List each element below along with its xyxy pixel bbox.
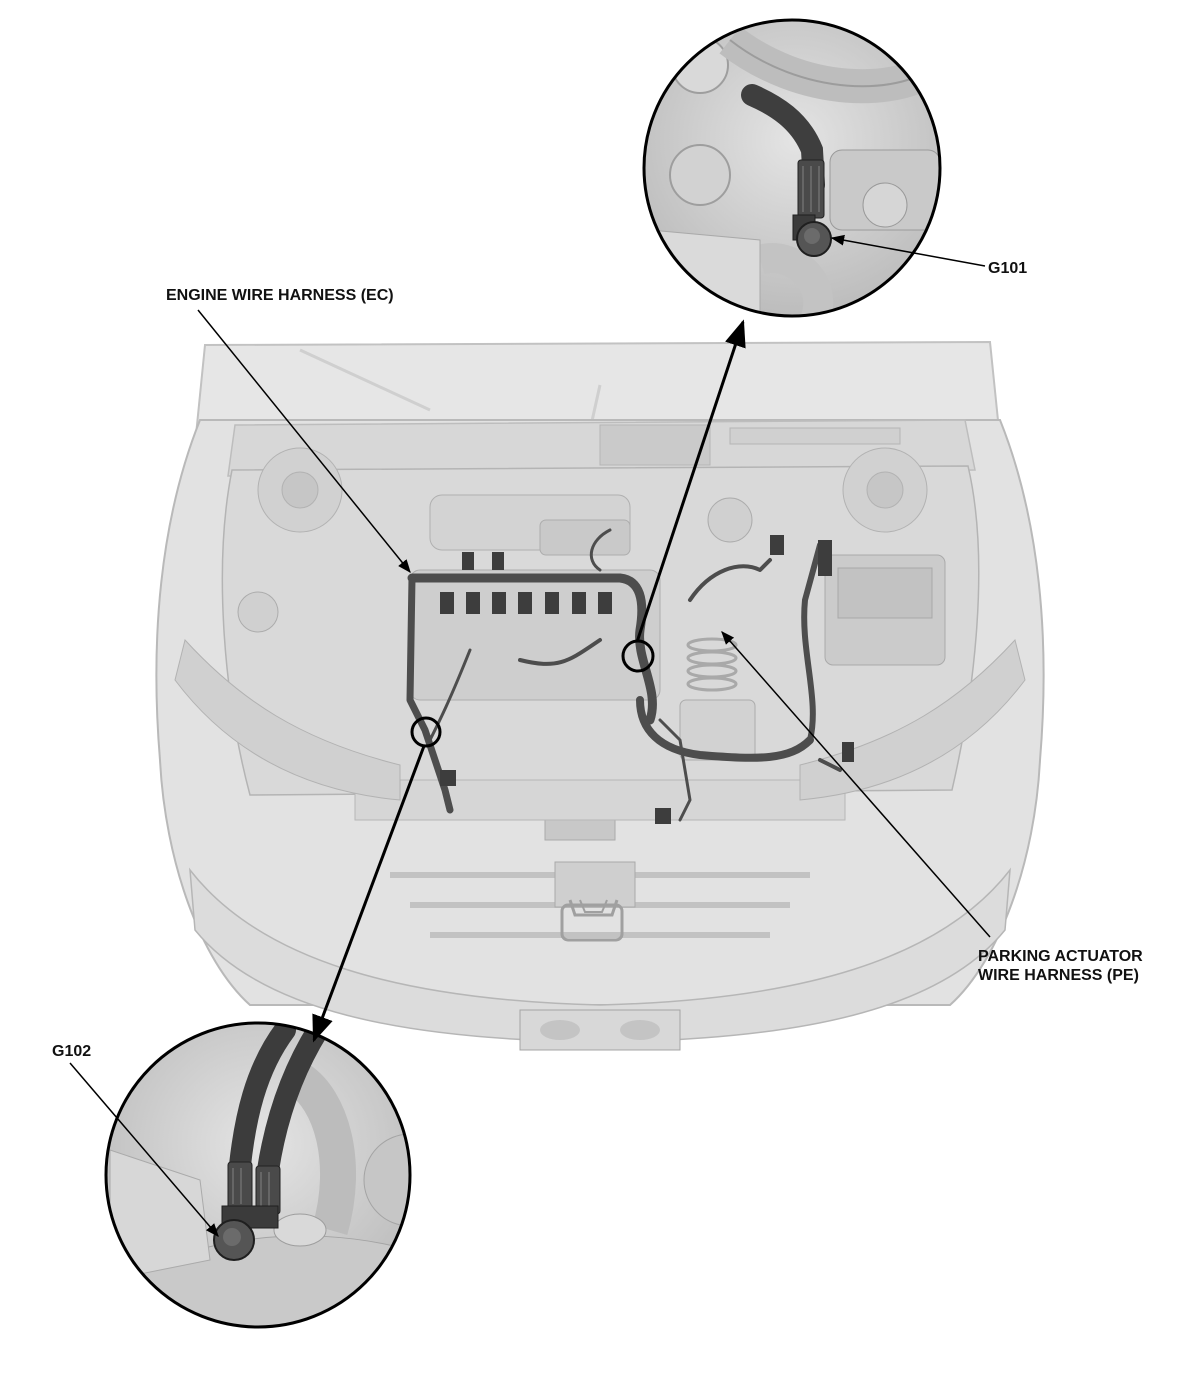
ground-bolt-icon (792, 214, 832, 257)
g102-leader (69, 1062, 219, 1238)
zoom-pointer-lines (312, 319, 746, 1043)
parking-harness-leader (721, 630, 991, 938)
g102-text: G102 (52, 1043, 92, 1060)
g102-location-marker (410, 716, 442, 748)
g102-zoom-pointer (312, 745, 426, 1043)
g102-detail-view (104, 1021, 412, 1329)
vehicle-front-view (155, 340, 1045, 1051)
g101-leader (830, 234, 986, 267)
honda-emblem-icon (554, 861, 636, 942)
g101-text: G101 (988, 260, 1028, 277)
engine-harness-leader (197, 309, 411, 574)
parking-actuator-line2: WIRE HARNESS (PE) (978, 967, 1139, 984)
leader-lines (69, 234, 991, 1238)
g101-detail-view (642, 18, 942, 318)
ground-bolt-icon (213, 1205, 279, 1261)
engine-wire-harness-label: ENGINE WIRE HARNESS (EC) (166, 286, 394, 305)
engine-wire-harness-text: ENGINE WIRE HARNESS (EC) (166, 287, 394, 304)
g102-label: G102 (52, 1042, 91, 1061)
g101-label: G101 (988, 259, 1027, 278)
parking-actuator-wire-harness-label: PARKING ACTUATOR WIRE HARNESS (PE) (978, 947, 1143, 985)
parking-actuator-line1: PARKING ACTUATOR (978, 948, 1143, 965)
g101-zoom-pointer (635, 319, 746, 643)
